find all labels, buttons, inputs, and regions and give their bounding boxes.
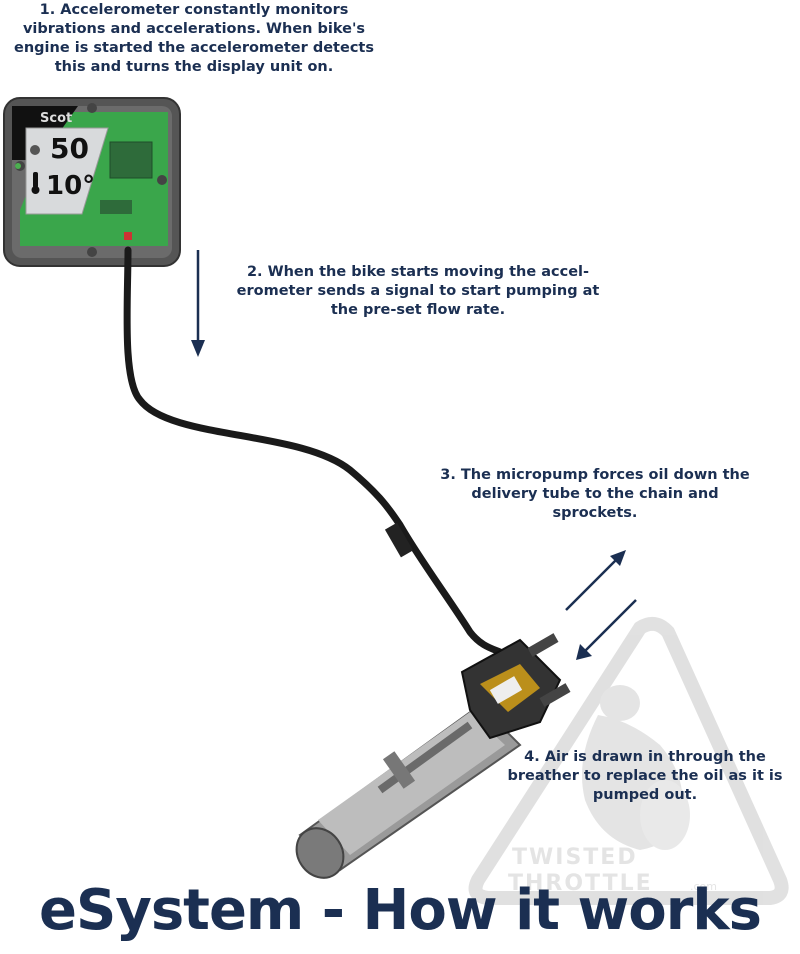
page-title: eSystem - How it works [39,878,762,943]
thermometer-icon [31,172,40,194]
chip-icon [109,141,153,179]
cable [123,246,504,656]
step-2-text: 2. When the bike starts moving the accel… [236,264,600,318]
watermark-line1: TWISTED [512,845,638,870]
led-icon [124,232,132,240]
lcd-indicator-icon [30,145,40,155]
speed-reading: 50 [50,132,89,165]
delivery-nozzle [527,633,559,657]
chip-small-icon [100,200,132,214]
watermark-suffix: .com [690,880,717,893]
cable-connector [384,522,414,558]
pump-assembly [295,633,571,879]
arrow-down-icon [191,250,205,357]
arrow-out-icon [565,550,626,611]
step-1-text: 1. Accelerometer constantly monitors vib… [14,2,374,75]
arrow-in-icon [576,599,637,660]
breather-nozzle [539,683,571,707]
lcd-screen [25,127,109,215]
step-4-text: 4. Air is drawn in through the breather … [507,749,783,803]
twisted-throttle-watermark: TWISTED THROTTLE .com [468,616,789,905]
step-3-text: 3. The micropump forces oil down the del… [440,467,750,521]
status-led-icon [15,163,21,169]
display-unit: Scot 50 10° [3,97,181,267]
temp-reading: 10° [46,171,95,201]
watermark-line2: THROTTLE [508,871,653,896]
rider-silhouette [581,685,690,850]
brand-label: Scot [40,111,72,126]
